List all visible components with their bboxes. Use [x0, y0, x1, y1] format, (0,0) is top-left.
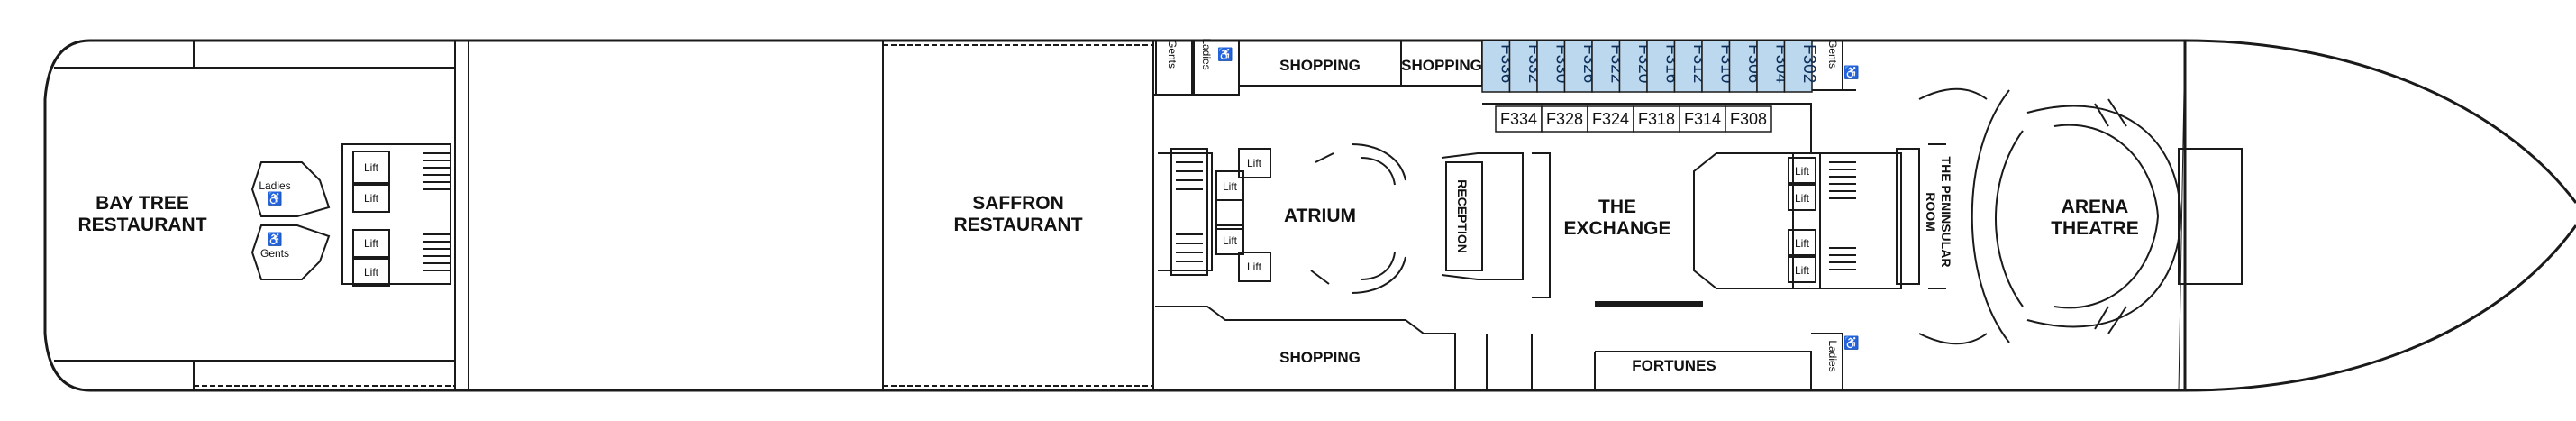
midship-walls [1153, 40, 1483, 390]
lift-label-bay-1: Lift [364, 161, 379, 174]
lift-label-mid-1: Lift [1223, 180, 1238, 193]
forward-gents-label: Gents [1826, 40, 1839, 69]
saffron-label-line1: SAFFRON [972, 193, 1064, 214]
cabin-f320[interactable] [1618, 40, 1648, 93]
theatre-walls [1896, 87, 2243, 345]
bay-tree-stairs [423, 152, 451, 271]
cabin-label-f302: F302 [1799, 44, 1818, 83]
shopping-top-right-label: SHOPPING [1401, 57, 1482, 74]
exchange-walls [1441, 41, 1902, 390]
lift-label-fwd-3: Lift [1795, 237, 1810, 250]
forward-accessible-icon-upper: ♿ [1843, 65, 1859, 80]
shopping-top-left-label: SHOPPING [1279, 57, 1361, 74]
cabin-f310[interactable] [1701, 40, 1731, 93]
lift-label-fwd-2: Lift [1795, 192, 1810, 205]
atrium-stairs [1310, 143, 1406, 294]
cabin-f304[interactable] [1756, 40, 1786, 93]
bay-tree-accessible-icon-lower: ♿ [267, 232, 282, 247]
lift-label-mid-3: Lift [1247, 157, 1262, 169]
cabin-f318[interactable] [1633, 105, 1680, 133]
bay-tree-label-line2: RESTAURANT [77, 215, 206, 235]
stern-walls [54, 41, 1154, 390]
cabin-f336[interactable] [1481, 40, 1511, 93]
cabin-label-f334: F334 [1500, 110, 1537, 128]
cabin-label-f324: F324 [1592, 110, 1629, 128]
bay-tree-label-line1: BAY TREE [96, 193, 189, 214]
cabin-label-f308: F308 [1730, 110, 1767, 128]
saffron-label-line2: RESTAURANT [953, 215, 1082, 235]
lift-label-bay-4: Lift [364, 266, 379, 279]
cabin-f312[interactable] [1673, 40, 1703, 93]
bay-tree-ladies-label: Ladies [259, 179, 290, 192]
lift-label-fwd-4: Lift [1795, 264, 1810, 277]
cabin-f322[interactable] [1591, 40, 1621, 93]
lift-boxes [1788, 157, 1816, 283]
bay-tree-gents-label: Gents [260, 247, 289, 260]
bay-tree-accessible-icon-upper: ♿ [267, 191, 282, 206]
midship-accessible-icon: ♿ [1217, 47, 1233, 62]
cabin-f324[interactable] [1587, 105, 1634, 133]
cabin-f332[interactable] [1508, 40, 1538, 93]
cabin-f306[interactable] [1728, 40, 1758, 93]
peninsular-label-line1: THE PENINSULAR [1939, 157, 1953, 268]
atrium-label: ATRIUM [1284, 206, 1356, 226]
exchange-label-line2: EXCHANGE [1563, 218, 1670, 239]
lift-label-fwd-1: Lift [1795, 165, 1810, 178]
reception-label: RECEPTION [1455, 179, 1470, 253]
hull-outline [43, 39, 2576, 392]
forward-ladies-label: Ladies [1826, 340, 1839, 371]
shopping-bottom-label: SHOPPING [1279, 349, 1361, 366]
cabin-row-inner: F334 F328 F324 F318 F314 F308 [1495, 105, 1772, 133]
peninsular-label-line2: ROOM [1924, 192, 1938, 232]
lift-label-bay-2: Lift [364, 192, 379, 205]
cabin-f308[interactable] [1725, 105, 1772, 133]
midship-gents-label: Gents [1166, 40, 1179, 69]
cabin-label-f328: F328 [1546, 110, 1583, 128]
midship-ladies-label: Ladies [1200, 38, 1213, 69]
exchange-label-line1: THE [1598, 197, 1636, 217]
fortunes-label: FORTUNES [1632, 357, 1716, 374]
cabin-label-f318: F318 [1638, 110, 1675, 128]
forward-accessible-icon-lower: ♿ [1843, 335, 1859, 351]
arena-label-line1: ARENA [2062, 197, 2129, 217]
cabin-label-f314: F314 [1684, 110, 1721, 128]
lift-label-mid-2: Lift [1223, 234, 1238, 247]
cabin-f330[interactable] [1536, 40, 1566, 93]
lift-label-mid-4: Lift [1247, 261, 1262, 273]
arena-label-line2: THEATRE [2051, 218, 2139, 239]
cabin-f302[interactable] [1783, 40, 1813, 93]
lift-label-bay-3: Lift [364, 237, 379, 250]
exchange-stairs [1176, 161, 1856, 270]
cabin-f328[interactable] [1541, 105, 1588, 133]
bay-tree-core [250, 143, 451, 287]
